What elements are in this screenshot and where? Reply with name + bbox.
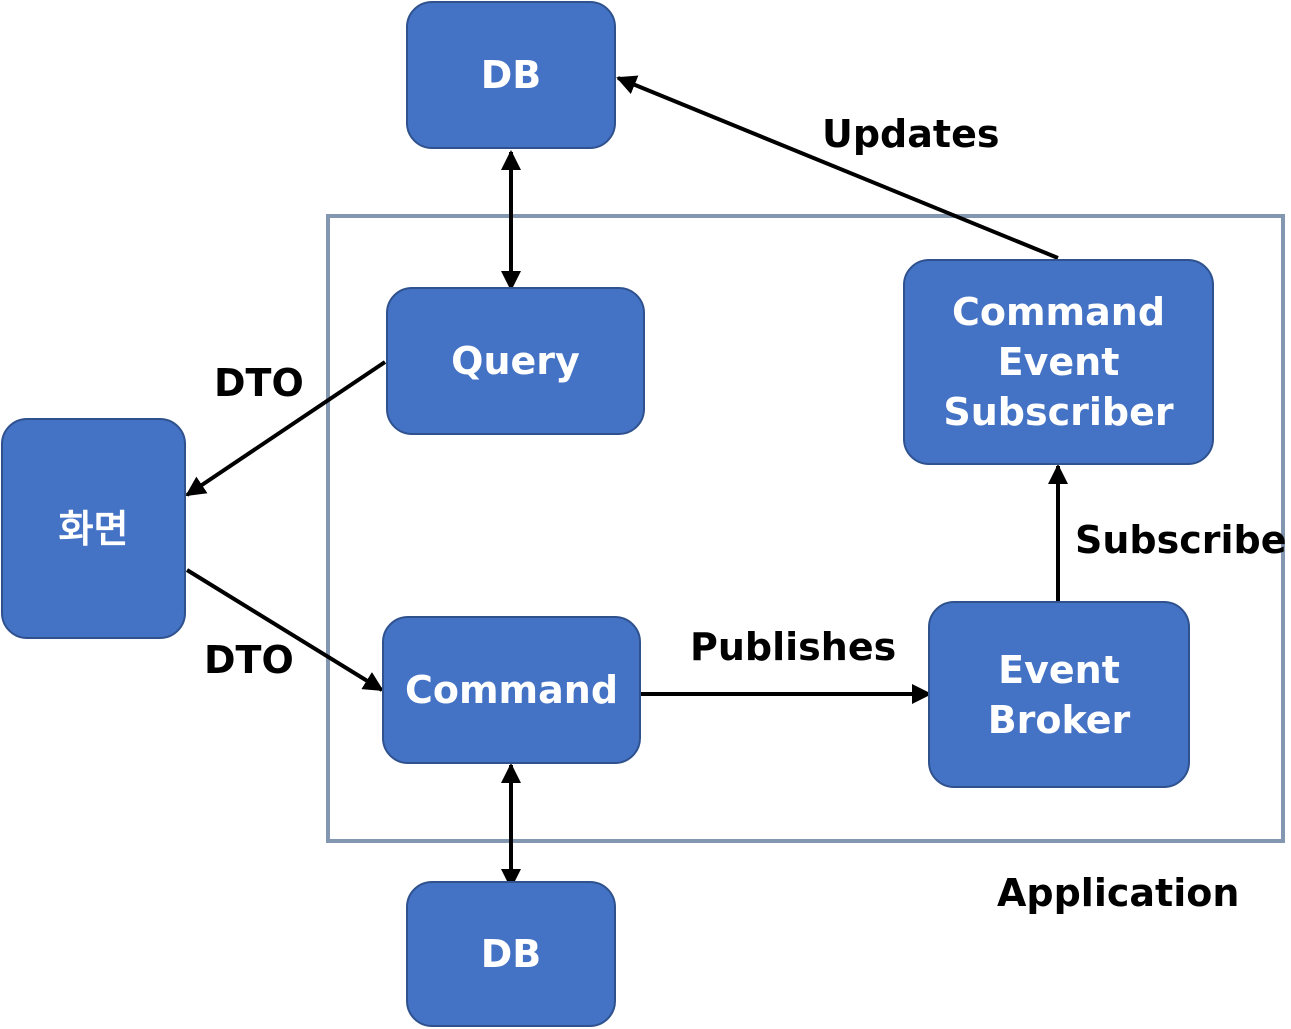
db-bottom-node: DB [406, 881, 616, 1027]
query-node: Query [386, 287, 645, 435]
subscriber-label-line1: Command [951, 290, 1166, 334]
subscriber-label-line3: Subscriber [943, 390, 1174, 434]
command-node: Command [382, 616, 641, 764]
screen-node: 화면 [1, 418, 186, 639]
subscriber-label-line2: Event [997, 340, 1120, 384]
arrow-query-dto-screen [185, 360, 387, 497]
broker-label-line1: Event [998, 647, 1120, 692]
updates-label: Updates [822, 112, 1000, 156]
event-broker-node: Event Broker [928, 601, 1190, 788]
publishes-label: Publishes [690, 625, 897, 669]
screen-label: 화면 [58, 506, 129, 551]
db-bottom-label: DB [480, 932, 542, 976]
arrow-screen-dto-command [185, 568, 384, 692]
dto-command-label: DTO [204, 638, 294, 682]
application-label: Application [997, 871, 1240, 915]
subscribe-label: Subscribe [1075, 518, 1287, 562]
query-label: Query [451, 339, 580, 383]
command-event-subscriber-node: Command Event Subscriber [903, 259, 1214, 465]
command-label: Command [404, 668, 619, 712]
arrow-subscriber-updates-db [616, 75, 1059, 260]
broker-label-line2: Broker [987, 697, 1131, 742]
db-top-label: DB [480, 53, 542, 97]
db-top-node: DB [406, 1, 616, 149]
dto-query-label: DTO [214, 361, 304, 405]
application-container [326, 214, 1285, 843]
